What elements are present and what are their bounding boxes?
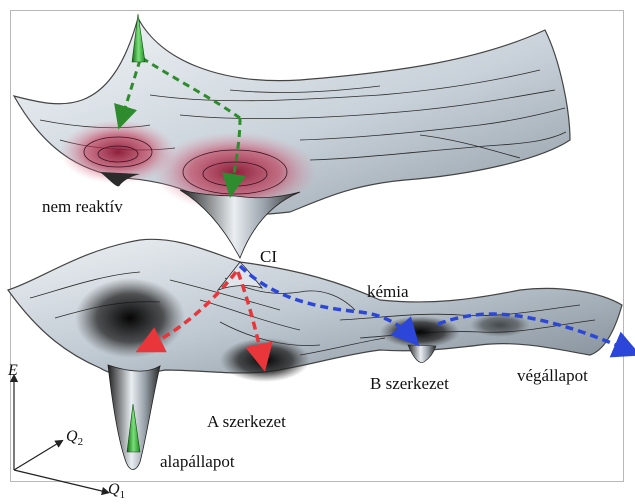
axis-label-q1: Q1: [108, 481, 125, 501]
lower-well-left: [75, 278, 185, 358]
axis-label-q1-letter: Q: [108, 481, 120, 498]
label-ci: CI: [260, 247, 277, 266]
upper-surface: [14, 18, 570, 258]
lower-well-a: [220, 338, 310, 382]
label-kemia: kémia: [367, 282, 409, 301]
axis-q2: [14, 442, 60, 470]
axis-label-e: E: [7, 362, 18, 379]
b-structure-dip: [408, 345, 436, 363]
label-b-szerkezet: B szerkezet: [370, 374, 449, 393]
label-a-szerkezet: A szerkezet: [207, 412, 286, 431]
label-nem-reaktiv: nem reaktív: [42, 197, 123, 216]
axis-label-q1-sub: 1: [120, 489, 126, 501]
label-vegallapot: végállapot: [517, 366, 588, 385]
axis-q1: [14, 470, 106, 492]
axis-label-q2-sub: 2: [78, 436, 84, 448]
lower-surface: [8, 239, 622, 469]
label-alapallapot: alapállapot: [160, 452, 235, 471]
axis-label-q2-letter: Q: [66, 428, 78, 445]
axis-label-q2: Q2: [66, 428, 83, 448]
lower-well-b: [380, 316, 460, 348]
axes: [14, 378, 106, 492]
